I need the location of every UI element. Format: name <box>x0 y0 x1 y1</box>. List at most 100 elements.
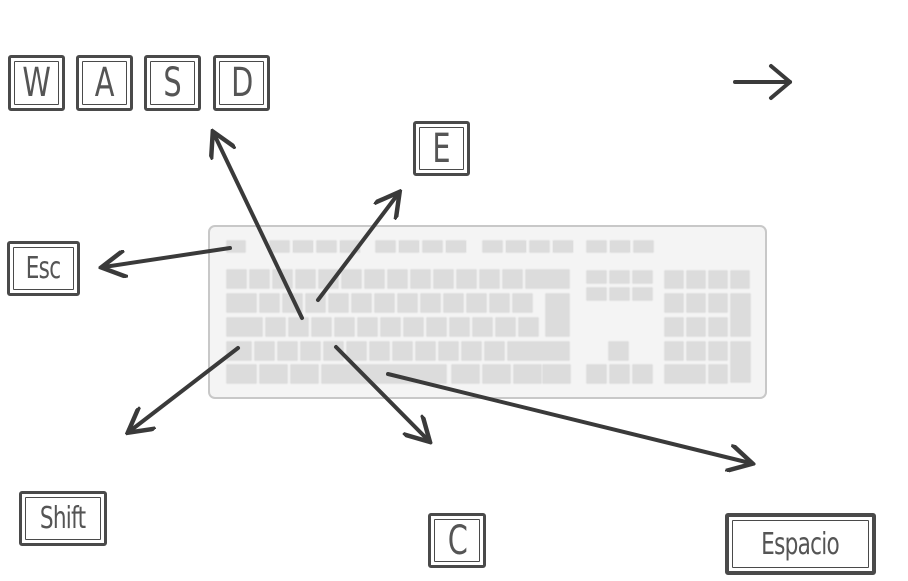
keyboard-key <box>685 340 707 362</box>
keyboard-key <box>225 316 264 338</box>
keyboard-key <box>552 239 574 254</box>
key-s: S <box>144 55 201 111</box>
keyboard-key <box>327 292 350 314</box>
keyboard-key <box>322 340 345 362</box>
key-esc: Esc <box>7 241 80 296</box>
keyboard-key <box>379 316 402 338</box>
key-e: E <box>413 121 470 176</box>
key-a: A <box>76 55 133 111</box>
keyboard-key <box>425 316 448 338</box>
key-esc-label: Esc <box>26 251 61 286</box>
keyboard-key <box>437 340 460 362</box>
keyboard-key <box>663 269 685 290</box>
key-s-label: S <box>163 60 182 106</box>
keyboard-key <box>585 269 608 285</box>
keyboard-key <box>729 292 752 338</box>
keyboard-key <box>386 268 409 290</box>
keyboard-key <box>707 292 729 314</box>
keyboard-key <box>225 268 248 290</box>
key-c: C <box>428 513 486 568</box>
arrow-to-c <box>334 345 428 440</box>
keyboard-key <box>609 239 631 254</box>
keyboard-key <box>460 340 483 362</box>
key-d: D <box>213 55 270 111</box>
keyboard-key <box>707 269 729 290</box>
keyboard-key <box>310 316 333 338</box>
keyboard-key <box>511 292 534 314</box>
right-arrow-icon <box>733 64 792 100</box>
key-d-label: D <box>230 60 253 106</box>
keyboard-key <box>225 340 253 362</box>
keyboard-key <box>707 363 729 385</box>
keyboard-key <box>478 268 501 290</box>
keyboard-key <box>448 316 471 338</box>
keyboard-key <box>528 239 551 254</box>
keyboard-key <box>471 316 494 338</box>
keyboard-key <box>253 340 276 362</box>
keyboard-key <box>607 340 630 362</box>
keyboard-key <box>363 268 386 290</box>
keyboard-key <box>445 239 467 254</box>
keyboard-key <box>421 239 444 254</box>
keyboard-key <box>608 286 631 302</box>
keyboard-key <box>608 363 631 385</box>
keyboard-key <box>320 363 448 385</box>
arrow-to-space <box>386 372 750 463</box>
key-w: W <box>8 55 65 111</box>
keyboard-key <box>707 316 729 338</box>
key-shift: Shift <box>19 491 107 546</box>
keyboard-key <box>299 340 322 362</box>
keyboard-key <box>729 340 752 384</box>
keyboard-key <box>501 268 524 290</box>
keyboard-key <box>315 239 338 254</box>
keyboard-key <box>442 292 465 314</box>
keyboard-key <box>409 268 432 290</box>
key-space: Espacio <box>725 513 876 575</box>
keyboard-key <box>225 292 258 314</box>
keyboard-key <box>632 239 655 254</box>
keyboard-key <box>340 268 363 290</box>
keyboard-key <box>276 340 299 362</box>
keyboard-key <box>333 316 356 338</box>
arrows <box>104 134 750 463</box>
keyboard-key <box>585 286 608 302</box>
keyboard-key <box>225 363 258 385</box>
keyboard-key <box>631 269 654 285</box>
keyboard-key <box>585 363 608 385</box>
key-a-label: A <box>95 60 115 106</box>
keyboard-key <box>432 268 455 290</box>
keyboard-key <box>585 239 608 254</box>
keyboard-key <box>287 316 310 338</box>
keyboard-key <box>541 363 572 385</box>
keyboard-key <box>631 363 654 385</box>
keyboard-key <box>356 316 379 338</box>
keyboard-key <box>506 340 571 362</box>
keyboard-key <box>248 268 271 290</box>
keyboard-key <box>373 292 396 314</box>
keyboard-key <box>374 239 397 254</box>
keyboard-key <box>663 363 707 385</box>
keyboard-key <box>481 363 512 385</box>
keyboard-key <box>663 340 685 362</box>
keyboard-key <box>483 340 506 362</box>
keyboard-keys <box>225 239 752 385</box>
keyboard-key <box>258 292 281 314</box>
keyboard-key <box>505 239 527 254</box>
keyboard-key <box>450 363 481 385</box>
key-w-label: W <box>22 60 51 106</box>
keyboard-key <box>544 292 571 338</box>
keyboard-key <box>663 316 685 338</box>
keyboard-key <box>402 316 425 338</box>
keyboard-key <box>707 340 729 362</box>
keyboard-key <box>368 340 391 362</box>
keyboard-key <box>685 316 707 338</box>
keyboard-key <box>419 292 442 314</box>
keyboard-key <box>512 363 543 385</box>
key-space-label: Espacio <box>761 526 841 562</box>
keyboard-key <box>455 268 478 290</box>
keyboard-key <box>631 286 654 302</box>
keyboard-key <box>264 316 287 338</box>
keyboard-key <box>663 292 685 314</box>
